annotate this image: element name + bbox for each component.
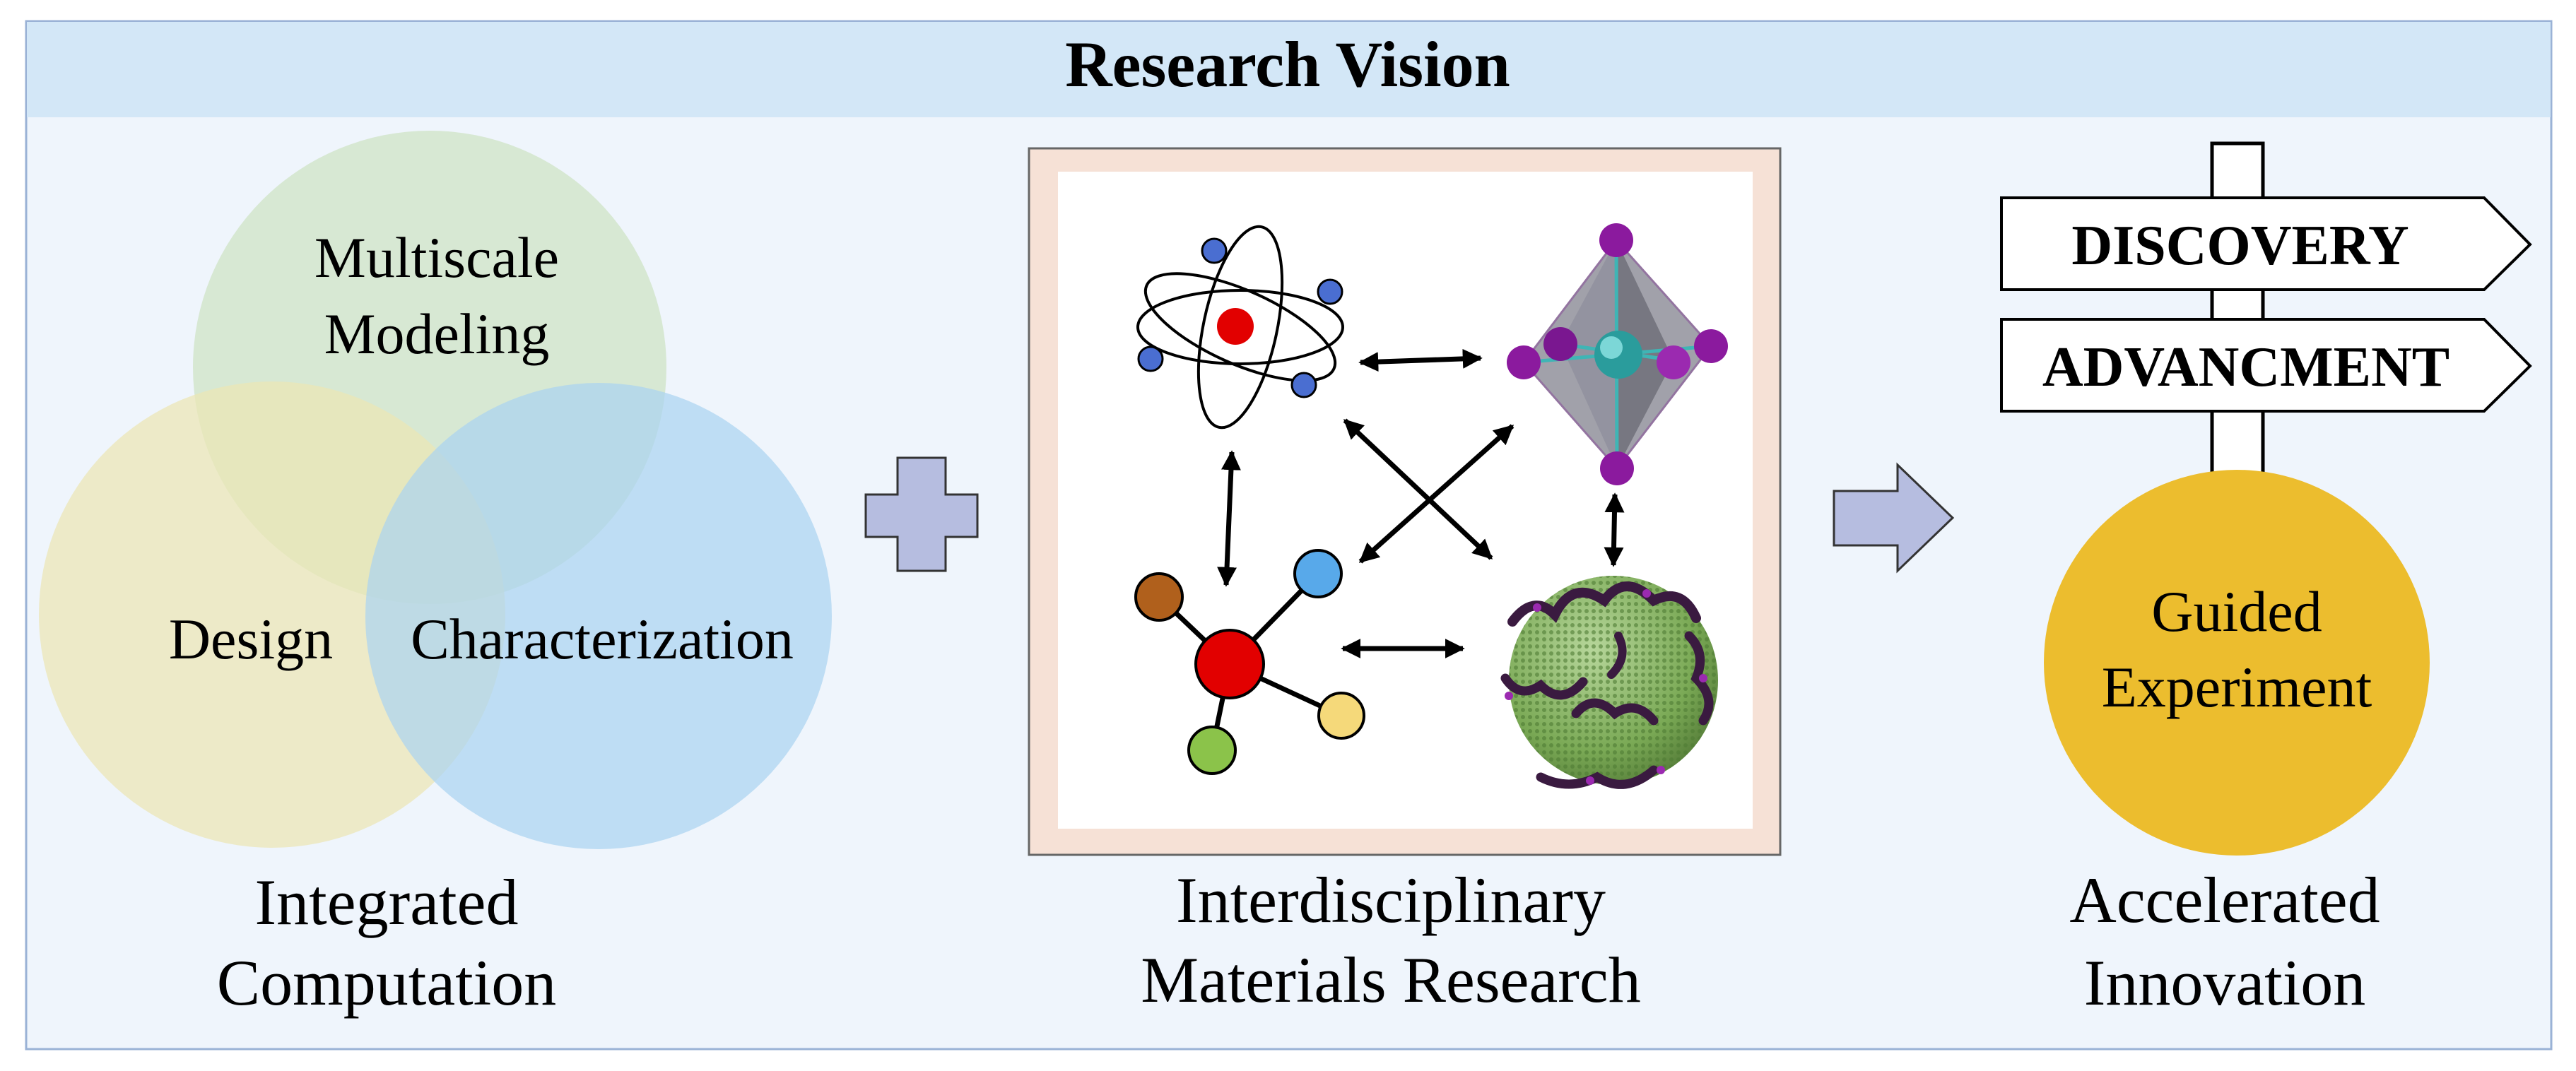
title-band — [27, 22, 2551, 117]
venn-circle-left — [39, 381, 505, 848]
sign-advancement: ADVANCMENT — [2042, 336, 2449, 398]
page-title: Research Vision — [1065, 28, 1510, 100]
guided-experiment-line2: Experiment — [2102, 655, 2372, 719]
plus-icon — [864, 456, 979, 572]
venn-caption-line1: Integrated — [255, 866, 519, 938]
venn-circle-right — [365, 383, 832, 849]
sign-advancement-board — [2000, 318, 2532, 413]
sign-discovery: DISCOVERY — [2071, 215, 2409, 277]
atom-icon — [1136, 225, 1344, 430]
nanoparticle-icon — [1500, 576, 1718, 789]
venn-label-left: Design — [169, 607, 333, 671]
arrow-crystal-nanoparticle — [1604, 492, 1625, 567]
venn-label-right: Characterization — [411, 607, 794, 671]
venn-diagram: Multiscale Modeling Design Characterizat… — [39, 131, 832, 849]
venn-label-top-line2: Modeling — [324, 302, 550, 366]
materials-caption-line1: Interdisciplinary — [1176, 864, 1606, 936]
materials-research-box — [1028, 147, 1782, 856]
right-arrow-icon — [1833, 462, 1955, 574]
sign-discovery-board — [2000, 196, 2532, 291]
guided-experiment-circle — [2044, 470, 2430, 856]
materials-caption-line2: Materials Research — [1141, 944, 1641, 1016]
connection-arrows — [1217, 348, 1625, 658]
signpost: DISCOVERY ADVANCMENT Guided Experiment — [2000, 141, 2532, 856]
octahedral-crystal-icon — [1507, 223, 1728, 485]
molecule-icon — [1134, 549, 1365, 775]
arrow-atom-crystal — [1358, 348, 1483, 372]
signpost-pole — [2210, 141, 2265, 485]
venn-caption-line2: Computation — [217, 947, 556, 1019]
innovation-caption-line1: Accelerated — [2069, 864, 2380, 936]
arrow-atom-molecule — [1217, 450, 1241, 587]
arrow-molecule-crystal — [1358, 424, 1515, 564]
guided-experiment-line1: Guided — [2151, 579, 2322, 644]
venn-label-top-line1: Multiscale — [314, 225, 559, 290]
innovation-caption-line2: Innovation — [2084, 947, 2366, 1019]
